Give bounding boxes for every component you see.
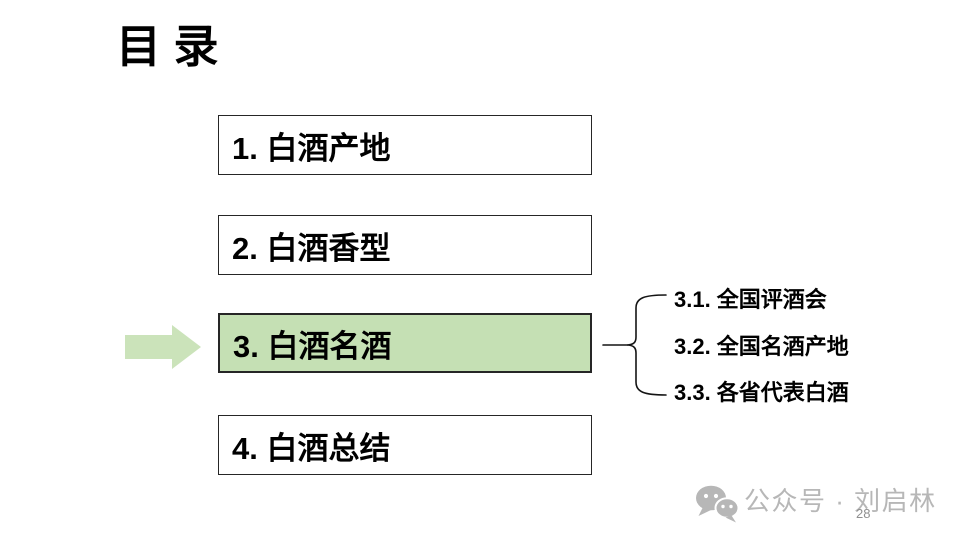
curly-brace-connector xyxy=(602,294,667,396)
slide-title: 目 录 xyxy=(116,21,219,72)
toc-item-3-highlighted: 3. 白酒名酒 xyxy=(218,313,592,373)
branch-item-2: 3.2. 全国名酒产地 xyxy=(674,334,849,359)
branch-item-1: 3.1. 全国评酒会 xyxy=(674,287,827,312)
toc-item-2: 2. 白酒香型 xyxy=(218,215,592,275)
branch-item-3: 3.3. 各省代表白酒 xyxy=(674,380,849,405)
toc-item-4-label: 4. 白酒总结 xyxy=(232,430,391,466)
wechat-icon xyxy=(696,485,740,523)
highlight-arrow-icon xyxy=(125,325,201,369)
page-number: 28 xyxy=(856,506,871,521)
toc-item-4: 4. 白酒总结 xyxy=(218,415,592,475)
toc-item-1-label: 1. 白酒产地 xyxy=(232,130,391,166)
toc-item-1: 1. 白酒产地 xyxy=(218,115,592,175)
toc-item-3-label: 3. 白酒名酒 xyxy=(233,328,392,364)
toc-item-2-label: 2. 白酒香型 xyxy=(232,230,391,266)
watermark-text: 公众号 · 刘启林 xyxy=(744,486,937,516)
